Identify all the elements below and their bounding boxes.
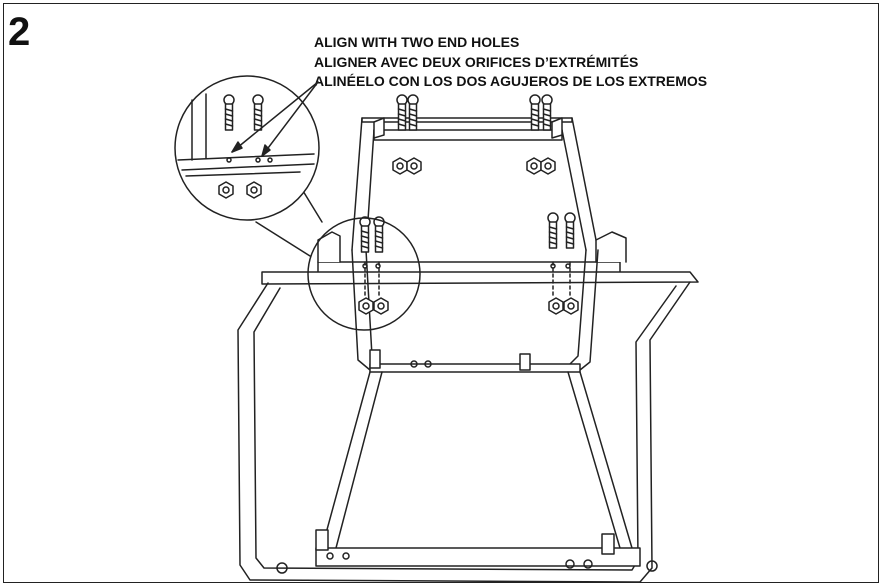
- middle-fasteners: [358, 212, 579, 315]
- bottom-base-frame: [276, 349, 658, 574]
- instruction-spanish: ALINÉELO CON LOS DOS AGUJEROS DE LOS EXT…: [314, 73, 708, 89]
- upper-back-frame: [351, 117, 599, 251]
- front-u-frame: [237, 271, 699, 583]
- instruction-captions: ALIGN WITH TWO END HOLES ALIGNER AVEC DE…: [314, 33, 707, 92]
- step-number: 2: [8, 10, 31, 54]
- magnified-detail: [174, 75, 320, 221]
- zoom-target-circle: [307, 217, 421, 331]
- zoom-leader-line: [255, 221, 311, 257]
- instruction-french: ALIGNER AVEC DEUX ORIFICES D’EXTRÉMITÉS: [314, 53, 639, 70]
- callout-arrows: [231, 81, 319, 157]
- diagram-frame: [3, 3, 879, 583]
- instruction-english: ALIGN WITH TWO END HOLES: [314, 34, 520, 50]
